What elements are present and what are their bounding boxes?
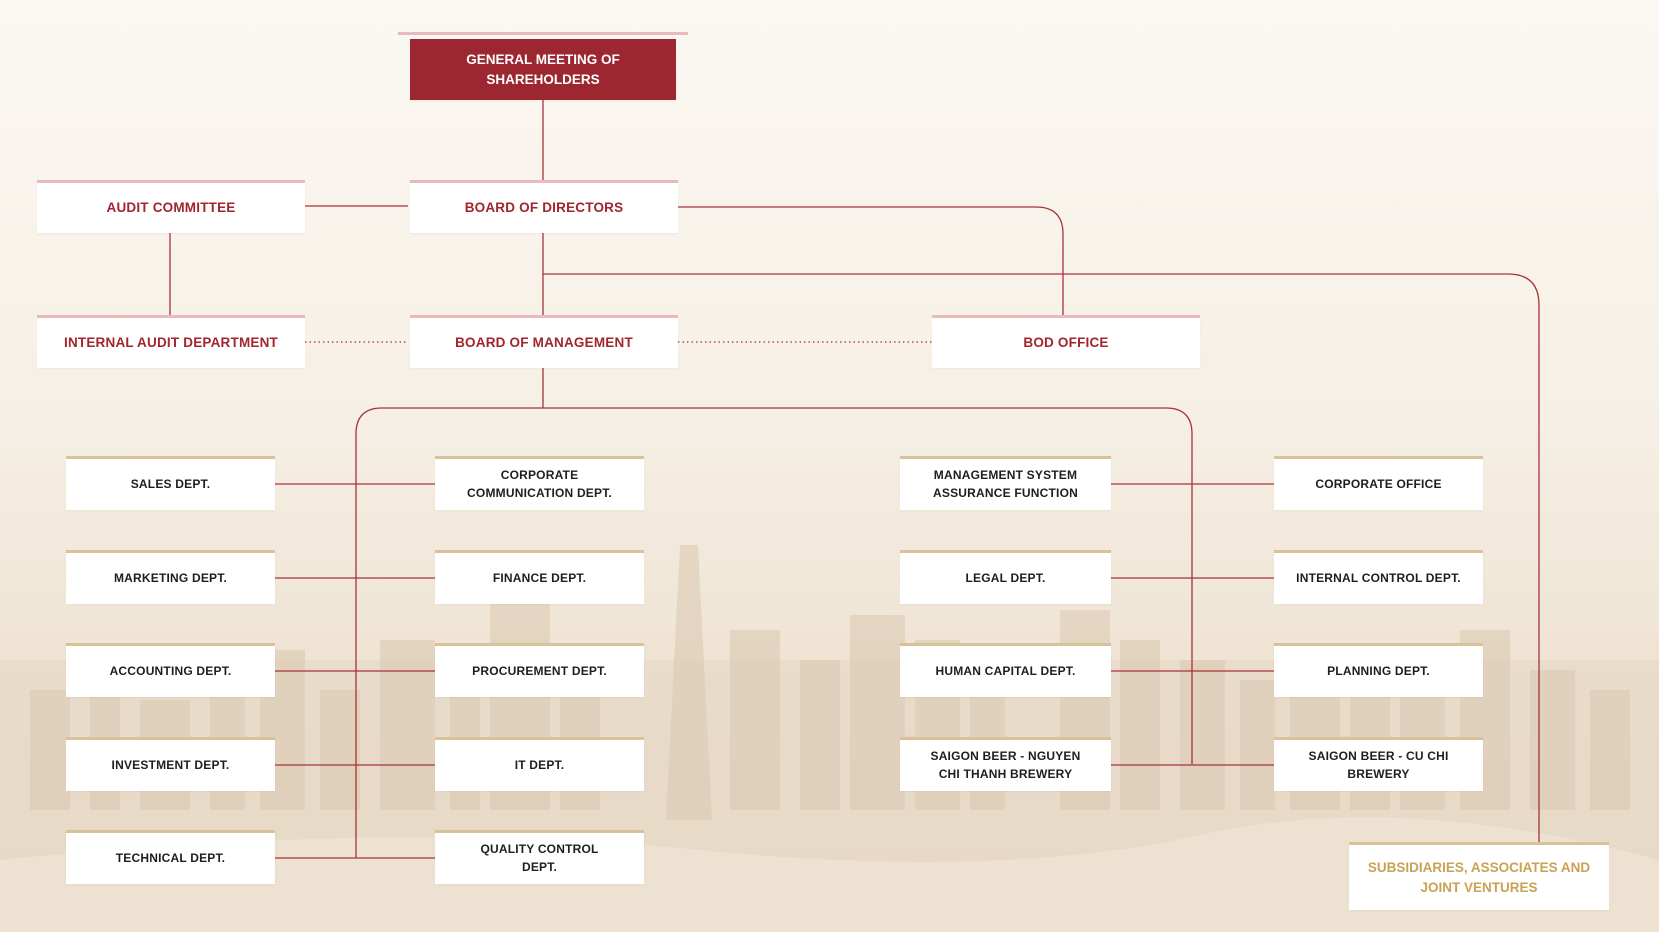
dept-box[interactable]: MANAGEMENT SYSTEM ASSURANCE FUNCTION	[900, 456, 1111, 510]
internal-audit-box[interactable]: INTERNAL AUDIT DEPARTMENT	[37, 315, 305, 368]
dept-box[interactable]: INVESTMENT DEPT.	[66, 737, 275, 791]
dept-label: INVESTMENT DEPT.	[111, 757, 230, 772]
dept-label: HUMAN CAPITAL DEPT.	[935, 663, 1076, 678]
dept-box[interactable]: SAIGON BEER - CU CHI BREWERY	[1274, 737, 1483, 791]
dept-box[interactable]: ACCOUNTING DEPT.	[66, 643, 275, 697]
dept-box[interactable]: FINANCE DEPT.	[435, 550, 644, 604]
dept-label: SAIGON BEER - NGUYEN CHI THANH BREWERY	[930, 749, 1081, 781]
board-of-directors-label: BOARD OF DIRECTORS	[464, 200, 624, 216]
general-meeting-label: GENERAL MEETING OF SHAREHOLDERS	[466, 51, 620, 87]
dept-label: PLANNING DEPT.	[1327, 663, 1430, 678]
general-meeting-box[interactable]: GENERAL MEETING OF SHAREHOLDERS	[410, 39, 676, 100]
dept-label: ACCOUNTING DEPT.	[109, 663, 232, 678]
dept-label: MANAGEMENT SYSTEM ASSURANCE FUNCTION	[933, 468, 1078, 500]
dept-label: SALES DEPT.	[130, 476, 211, 491]
dept-box[interactable]: HUMAN CAPITAL DEPT.	[900, 643, 1111, 697]
dept-label: CORPORATE COMMUNICATION DEPT.	[467, 468, 612, 500]
board-of-directors-box[interactable]: BOARD OF DIRECTORS	[410, 180, 678, 233]
dept-label: QUALITY CONTROL DEPT.	[480, 842, 599, 874]
dept-box[interactable]: SALES DEPT.	[66, 456, 275, 510]
dept-label: INTERNAL CONTROL DEPT.	[1296, 570, 1461, 585]
dept-box[interactable]: SAIGON BEER - NGUYEN CHI THANH BREWERY	[900, 737, 1111, 791]
dept-box[interactable]: INTERNAL CONTROL DEPT.	[1274, 550, 1483, 604]
audit-committee-label: AUDIT COMMITTEE	[106, 200, 236, 216]
subsidiaries-label: SUBSIDIARIES, ASSOCIATES AND JOINT VENTU…	[1367, 859, 1591, 895]
board-of-management-label: BOARD OF MANAGEMENT	[455, 335, 633, 351]
dept-label: TECHNICAL DEPT.	[115, 850, 226, 865]
dept-box[interactable]: MARKETING DEPT.	[66, 550, 275, 604]
internal-audit-label: INTERNAL AUDIT DEPARTMENT	[64, 335, 278, 351]
dept-box[interactable]: CORPORATE COMMUNICATION DEPT.	[435, 456, 644, 510]
gms-accent-rule	[398, 32, 688, 35]
dept-box[interactable]: PLANNING DEPT.	[1274, 643, 1483, 697]
dept-box[interactable]: LEGAL DEPT.	[900, 550, 1111, 604]
dept-label: CORPORATE OFFICE	[1315, 476, 1442, 491]
dept-box[interactable]: IT DEPT.	[435, 737, 644, 791]
subsidiaries-box[interactable]: SUBSIDIARIES, ASSOCIATES AND JOINT VENTU…	[1349, 842, 1609, 910]
audit-committee-box[interactable]: AUDIT COMMITTEE	[37, 180, 305, 233]
bod-office-box[interactable]: BOD OFFICE	[932, 315, 1200, 368]
dept-box[interactable]: PROCUREMENT DEPT.	[435, 643, 644, 697]
dept-label: IT DEPT.	[514, 757, 565, 772]
dept-label: PROCUREMENT DEPT.	[472, 663, 607, 678]
bod-office-label: BOD OFFICE	[1023, 335, 1109, 351]
dept-box[interactable]: CORPORATE OFFICE	[1274, 456, 1483, 510]
dept-label: LEGAL DEPT.	[965, 570, 1046, 585]
dept-label: SAIGON BEER - CU CHI BREWERY	[1308, 749, 1449, 781]
dept-label: FINANCE DEPT.	[492, 570, 587, 585]
dept-box[interactable]: QUALITY CONTROL DEPT.	[435, 830, 644, 884]
dept-box[interactable]: TECHNICAL DEPT.	[66, 830, 275, 884]
dept-label: MARKETING DEPT.	[113, 570, 227, 585]
board-of-management-box[interactable]: BOARD OF MANAGEMENT	[410, 315, 678, 368]
